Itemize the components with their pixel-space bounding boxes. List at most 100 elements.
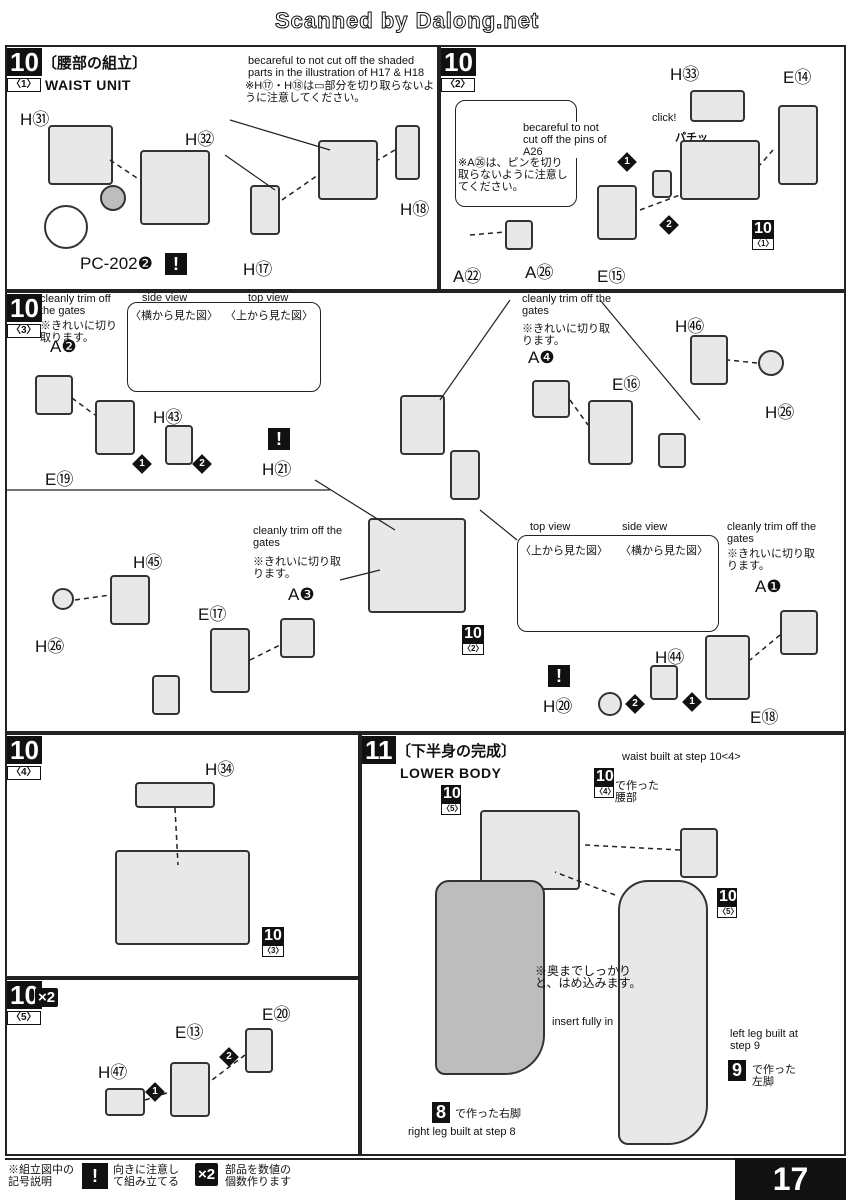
step-number: 10 [441, 48, 476, 76]
polycap-detail [44, 205, 88, 249]
part-h47 [105, 1088, 145, 1116]
part-a26 [505, 220, 533, 250]
part-label: H㉑ [262, 460, 292, 479]
part-label: H㉖ [35, 637, 65, 656]
substep-label: 〈2〉 [441, 78, 475, 92]
step-reference: 10〈3〉 [262, 927, 284, 957]
click-label: click! [652, 112, 677, 124]
part-e13 [170, 1062, 210, 1117]
step-marker-2: 2 [192, 454, 212, 474]
waist-side-part [450, 450, 480, 500]
part-a2 [35, 375, 73, 415]
watermark: Scanned by Dalong.net [274, 8, 540, 34]
part-label: A❸ [288, 585, 315, 604]
part-h44 [650, 665, 678, 700]
step-title-jp: 〔腰部の組立〕 [42, 55, 148, 72]
part-h46 [690, 335, 728, 385]
ball-joint [758, 350, 784, 376]
part-label: E⑰ [198, 605, 227, 624]
trim-note-jp: ※きれいに切り取ります。 [727, 548, 815, 572]
part-h33 [690, 90, 745, 122]
step-marker-2: 2 [219, 1047, 239, 1067]
part-label: A㉒ [453, 267, 482, 286]
part-label: E⑳ [262, 1005, 291, 1024]
waist-assembly [680, 140, 760, 200]
top-view-jp: 〈上から見た図〉 [520, 545, 608, 557]
legend-bar [5, 1158, 846, 1200]
ball-joint [598, 692, 622, 716]
part-h18 [395, 125, 420, 180]
part-e18 [705, 635, 750, 700]
part-label: A❹ [528, 348, 555, 367]
waist-part-h32 [140, 150, 210, 225]
legend-label: ※組立図中の記号説明 [8, 1164, 74, 1188]
top-view-jp: 〈上から見た図〉 [225, 310, 313, 322]
part-label: E⑱ [750, 708, 779, 727]
step-title-en: LOWER BODY [400, 765, 502, 781]
part-e19 [95, 400, 135, 455]
part-label: H㉝ [670, 65, 700, 84]
caution-note-en: becareful to not cut off the pins of A26 [523, 122, 608, 158]
side-view-jp: 〈横から見た図〉 [620, 545, 708, 557]
part-label: PC-202❷ [80, 254, 153, 273]
waist-note-jp: で作った腰部 [615, 780, 659, 804]
right-leg-note-en: right leg built at step 8 [408, 1126, 516, 1138]
step-number: 11 [362, 736, 396, 764]
side-view-label: side view [142, 292, 188, 304]
step-marker-1: 1 [617, 152, 637, 172]
waist-part-h31 [48, 125, 113, 185]
step-ref-8: 8 [432, 1102, 451, 1123]
part-label: H㊻ [675, 317, 705, 336]
legend-warn-text: 向きに注意して組み立てる [113, 1164, 179, 1188]
top-view-label: top view [530, 521, 571, 533]
part-a1 [780, 610, 818, 655]
step-title-en: WAIST UNIT [45, 77, 131, 93]
waist-core [368, 518, 466, 613]
trim-note-jp: ※きれいに切り取ります。 [253, 556, 341, 580]
part-label: E⑯ [612, 375, 641, 394]
part-label: H㊼ [98, 1063, 128, 1082]
step-marker-1: 1 [132, 454, 152, 474]
orientation-warning-icon: ! [548, 665, 570, 687]
part-pin-small [652, 170, 672, 198]
step-marker-2: 2 [625, 694, 645, 714]
part-label: H㉞ [205, 760, 235, 779]
substep-label: 〈1〉 [7, 78, 41, 92]
insert-note-en: insert fully in [552, 1016, 614, 1028]
step-reference: 10〈5〉 [717, 888, 739, 918]
part-e17 [210, 628, 250, 693]
step-reference: 10〈4〉 [594, 768, 616, 798]
step-ref-9: 9 [728, 1060, 747, 1081]
trim-note-jp: ※きれいに切り取ります。 [522, 323, 610, 347]
ball-joint [52, 588, 74, 610]
left-leg-note-jp: で作った左脚 [752, 1064, 796, 1088]
part-h43 [165, 425, 193, 465]
caution-note-jp: ※H⑰・H⑱は▭部分を切り取らないように注意してください。 [245, 80, 435, 104]
part-label: A❶ [755, 577, 782, 596]
substep-label: 〈4〉 [7, 766, 41, 780]
caution-note-en: becareful to not cut off the shaded part… [248, 55, 425, 79]
waist-assembly [480, 810, 580, 890]
trim-note-en: cleanly trim off the gates [727, 521, 817, 545]
skirt-armor [680, 828, 718, 878]
right-leg-note-jp: で作った右脚 [455, 1108, 521, 1120]
insert-note-jp: ※奥までしっかりと、はめ込みます。 [535, 964, 642, 990]
multiplier-icon: ×2 [195, 1163, 219, 1186]
part-label: H㊺ [133, 553, 163, 572]
part-hinge [152, 675, 180, 715]
multiplier-badge: ×2 [35, 988, 59, 1007]
view-bubble-right [517, 535, 719, 632]
legend-mult-text: 部品を数値の個数作ります [225, 1164, 291, 1188]
part-e14 [778, 105, 818, 185]
orientation-warning-icon: ! [268, 428, 290, 450]
part-label: E⑲ [45, 470, 74, 489]
substep-label: 〈3〉 [7, 324, 41, 338]
part-e15 [597, 185, 637, 240]
part-a3 [280, 618, 315, 658]
part-label: E⑭ [783, 68, 812, 87]
step-reference: 10〈1〉 [752, 220, 774, 250]
top-view-label: top view [248, 292, 289, 304]
step-marker-2: 2 [659, 215, 679, 235]
step-number: 10 [7, 48, 42, 76]
trim-note-jp: ※きれいに切り取ります。 [40, 320, 117, 344]
